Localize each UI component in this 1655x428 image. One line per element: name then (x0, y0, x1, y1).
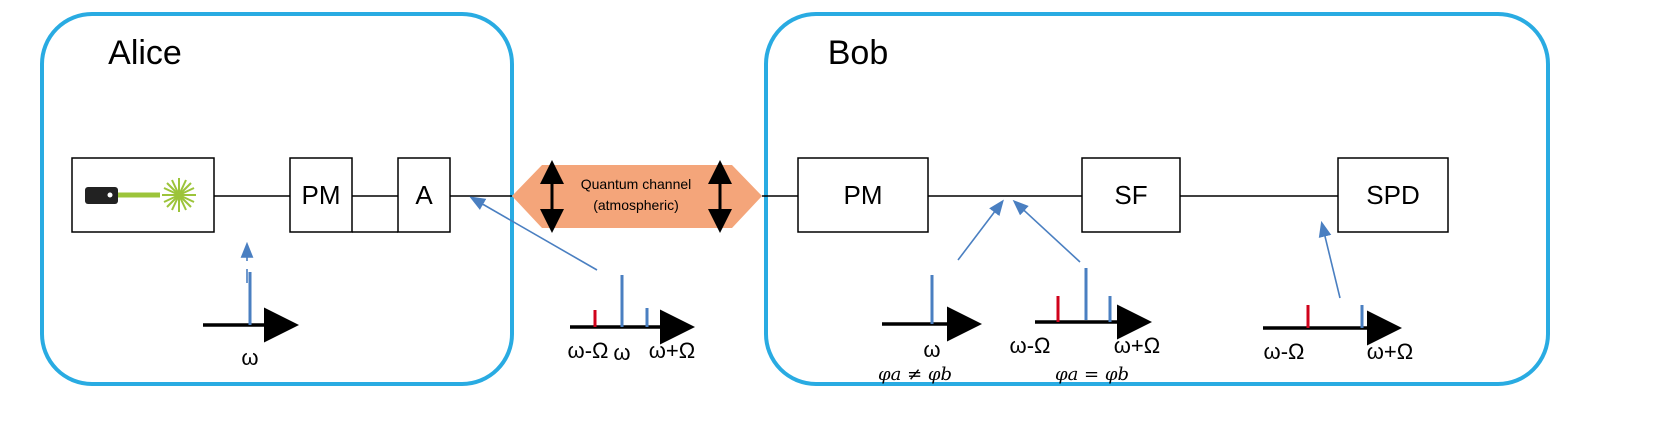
carrier-label: ω (613, 340, 630, 365)
bob-spectrum-1: ω φa ≠ φb (878, 199, 1004, 385)
bob-spectrum-3: ω-Ω ω+Ω (1263, 220, 1413, 364)
alice-phase-modulator (289, 157, 353, 233)
upper-sideband-label: ω+Ω (1367, 339, 1413, 364)
bob-pm-label: PM (844, 180, 883, 210)
channel-label: Quantum channel (581, 176, 692, 192)
alice-title: Alice (108, 34, 182, 72)
upper-sideband-label: ω+Ω (649, 338, 695, 363)
bob-panel: Bob PM SF SPD ω φa ≠ φb ω-Ω ω+Ω φa = φb … (762, 12, 1550, 386)
alice-spectrum: ω (203, 241, 299, 370)
lower-sideband-label: ω-Ω (568, 338, 609, 363)
lower-sideband-label: ω-Ω (1264, 339, 1305, 364)
bob-phase-modulator (797, 157, 929, 233)
sf-label: SF (1114, 180, 1147, 210)
bob-border (764, 12, 1550, 386)
lower-sideband-label: ω-Ω (1010, 333, 1051, 358)
channel-shape (512, 165, 762, 228)
transmitted-spectrum: ω-Ω ω ω+Ω (469, 196, 695, 365)
omega-label: ω (923, 337, 940, 362)
alice-border (40, 12, 514, 386)
phase-match-label: φa = φb (1055, 364, 1129, 385)
upper-sideband-label: ω+Ω (1114, 333, 1160, 358)
channel-sublabel: (atmospheric) (593, 197, 679, 213)
spectral-filter (1081, 157, 1181, 233)
alice-omega-label: ω (241, 345, 258, 370)
bob-spectrum-2: ω-Ω ω+Ω φa = φb (1010, 199, 1160, 385)
single-photon-detector (1337, 157, 1449, 233)
quantum-channel: Quantum channel (atmospheric) (512, 160, 762, 233)
laser-source (71, 157, 215, 233)
phase-mismatch-label: φa ≠ φb (878, 364, 952, 385)
alice-pm-label: PM (302, 180, 341, 210)
alice-attenuator (397, 157, 451, 233)
alice-panel: Alice PM A ω (40, 12, 514, 386)
bob-title: Bob (828, 34, 889, 72)
spd-label: SPD (1366, 180, 1419, 210)
alice-attenuator-label: A (415, 180, 433, 210)
laser-icon (85, 178, 196, 212)
